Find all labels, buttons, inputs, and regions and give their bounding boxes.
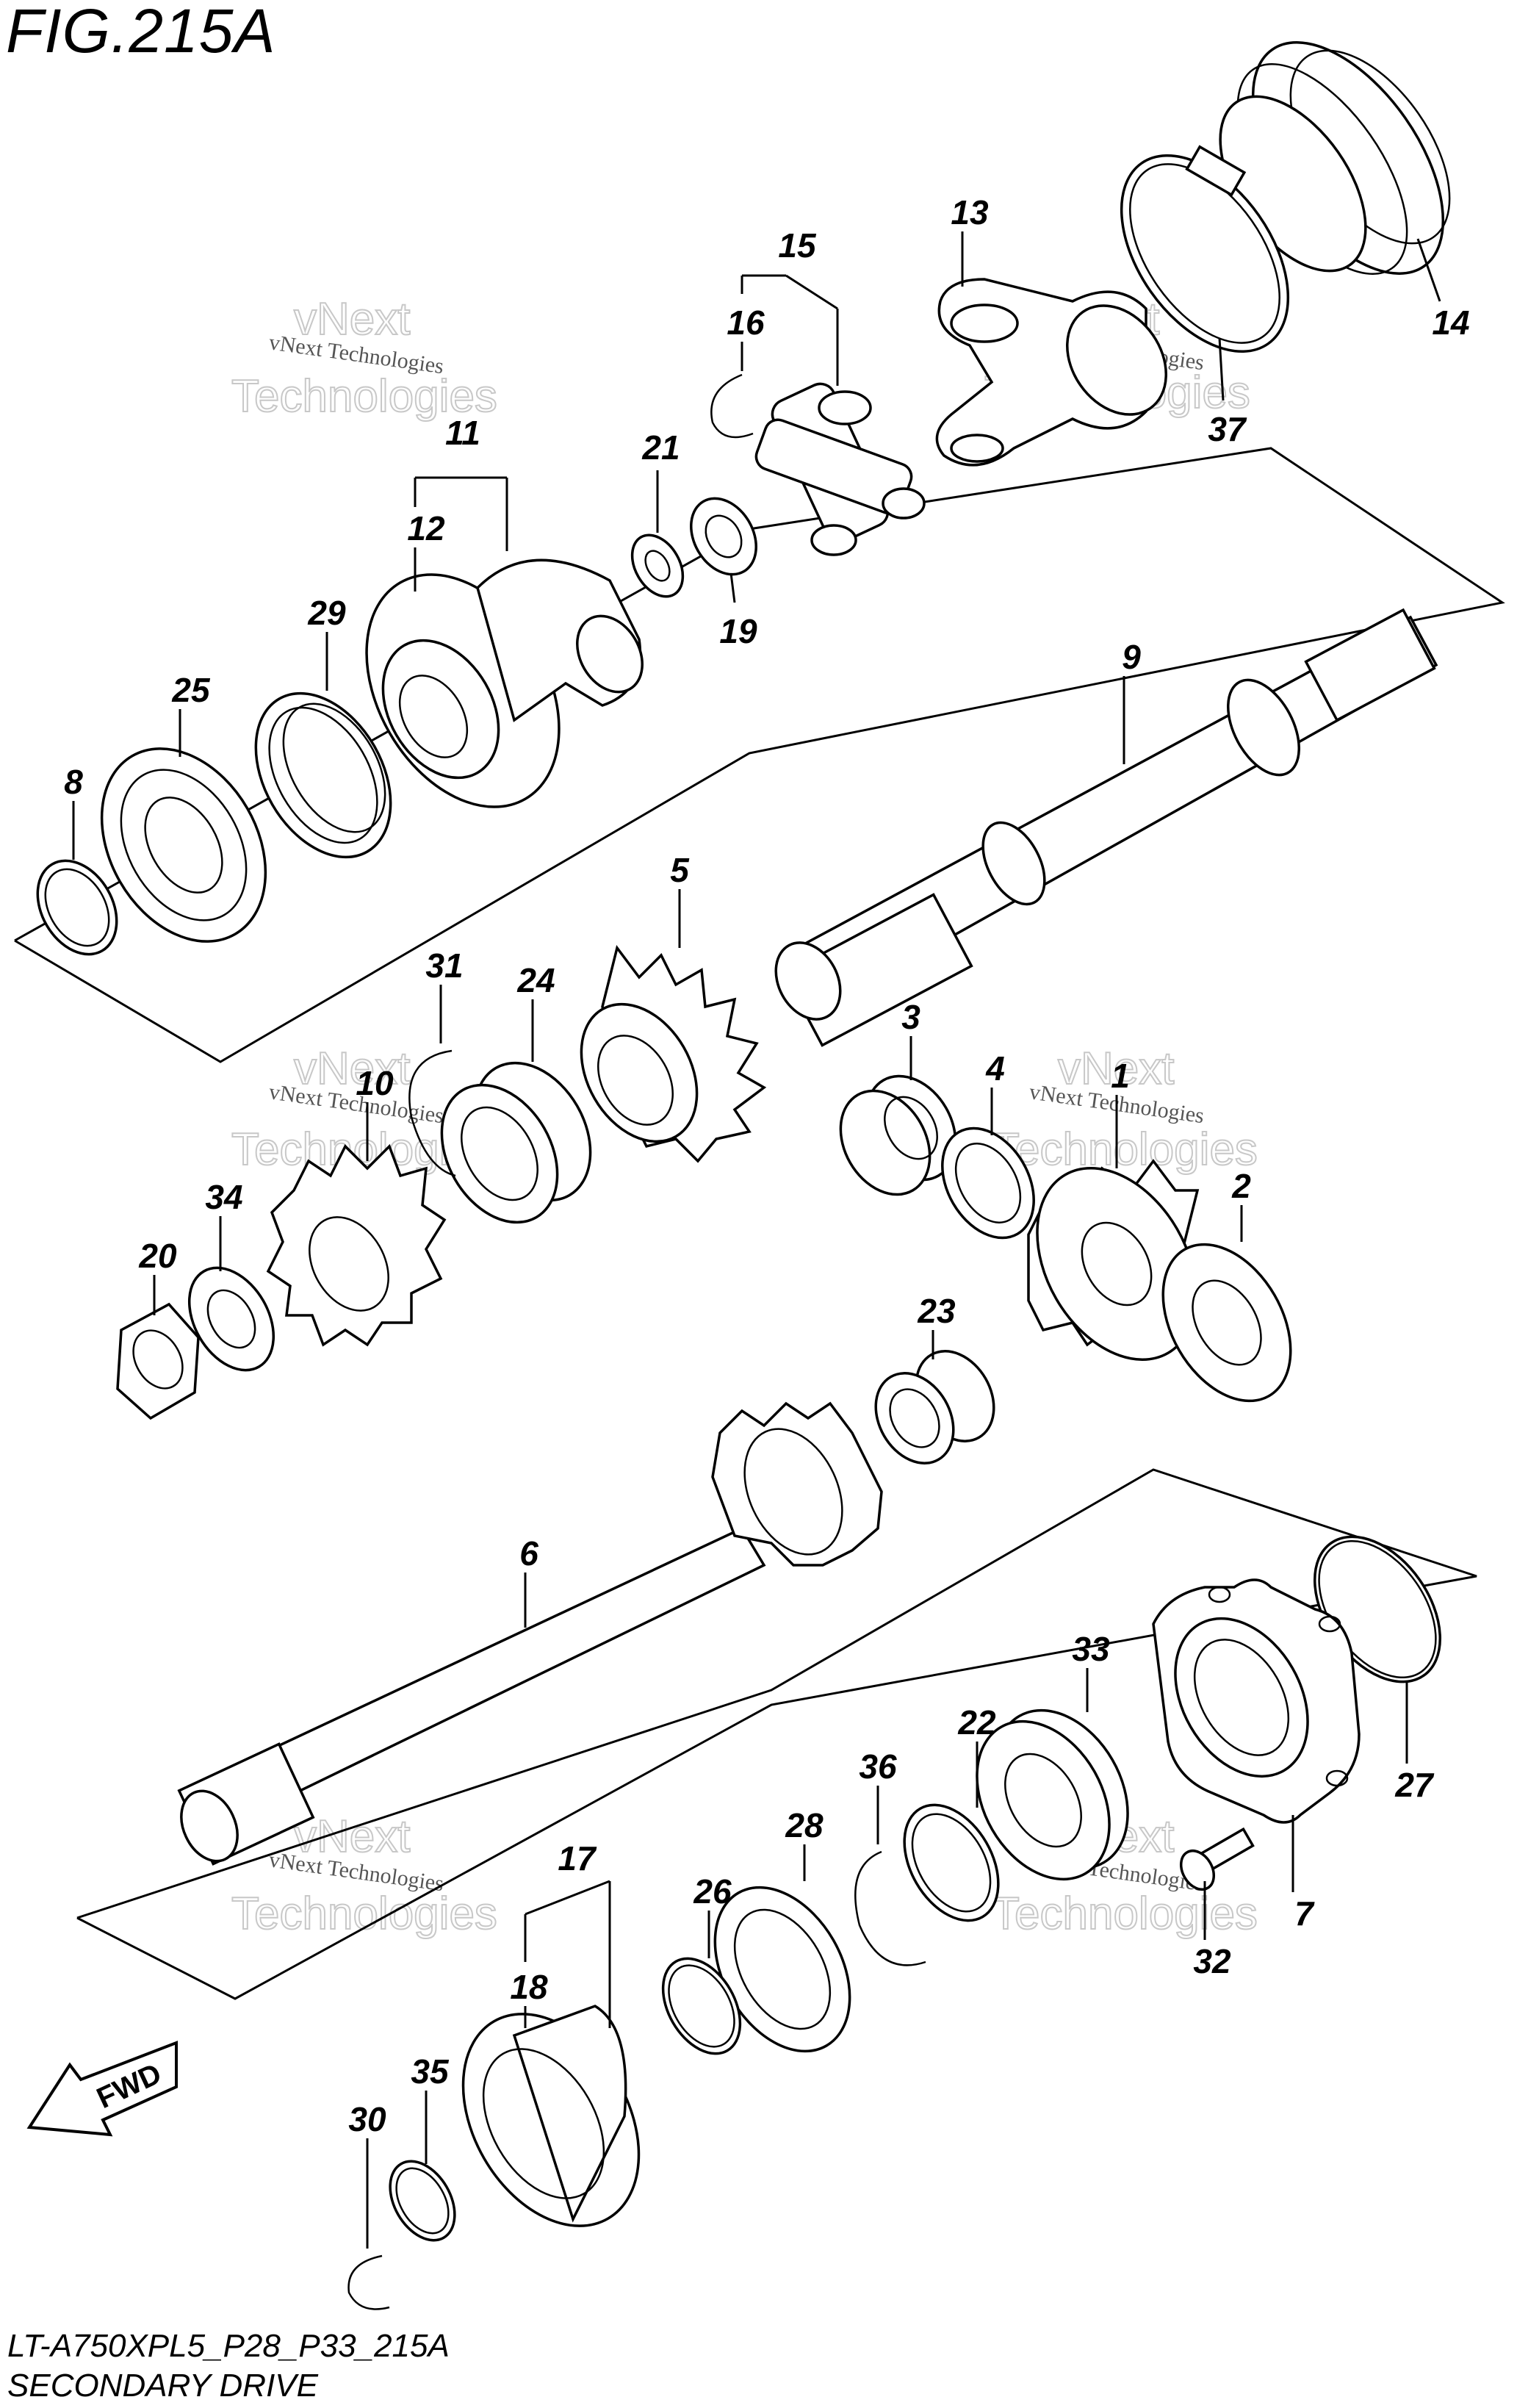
- part-21-washer: [630, 533, 685, 598]
- callout-1: 1: [1111, 1057, 1130, 1095]
- figure-title: FIG.215A: [6, 0, 276, 65]
- part-9-drive-shaft: [774, 608, 1438, 1047]
- part-20-nut: [116, 1302, 200, 1420]
- watermark-bottom-left: vNext Technologies vNext Technologies: [231, 1811, 498, 1940]
- part-26-o-ring: [661, 1957, 742, 2055]
- part-15-universal-joint: [754, 382, 926, 556]
- callout-8: 8: [64, 763, 83, 801]
- part-10-gear: [266, 1143, 447, 1347]
- callout-30: 30: [348, 2100, 386, 2138]
- callout-23: 23: [917, 1292, 956, 1330]
- svg-text:vNext: vNext: [294, 294, 410, 345]
- callout-14: 14: [1432, 303, 1469, 342]
- callout-3: 3: [901, 998, 920, 1036]
- part-14-boot: [1219, 41, 1451, 275]
- part-29-oil-seal: [254, 691, 392, 859]
- part-32-bolt: [1179, 1827, 1255, 1891]
- callout-27: 27: [1394, 1766, 1435, 1804]
- part-5-bevel-gear: [580, 945, 767, 1163]
- leader-lines: [72, 231, 1441, 2249]
- part-16-circlip: [710, 373, 754, 439]
- assembly-frame-lower: [76, 1468, 1477, 2000]
- callout-25: 25: [171, 671, 211, 709]
- part-19-bushing: [690, 497, 757, 576]
- part-36-snap-ring: [854, 1850, 926, 1966]
- svg-text:Technologies: Technologies: [992, 1888, 1258, 1939]
- part-2-shim: [1161, 1243, 1292, 1403]
- part-37-clamp: [1120, 145, 1290, 353]
- svg-text:vNext: vNext: [294, 1811, 410, 1862]
- callout-10: 10: [356, 1064, 394, 1102]
- callout-20: 20: [138, 1237, 177, 1275]
- part-12-flange-yoke: [365, 558, 644, 808]
- part-13-yoke: [935, 278, 1167, 467]
- part-7-bearing-housing: [1152, 1578, 1361, 1824]
- callout-36: 36: [859, 1747, 897, 1786]
- callout-12: 12: [407, 509, 445, 547]
- callout-7: 7: [1294, 1894, 1315, 1933]
- part-30-circlip: [347, 2254, 390, 2310]
- callout-37: 37: [1208, 410, 1247, 448]
- part-25-bearing: [100, 747, 267, 943]
- callout-34: 34: [205, 1178, 242, 1216]
- part-18-cover: [461, 2005, 641, 2227]
- callout-35: 35: [411, 2052, 450, 2091]
- callout-21: 21: [641, 428, 680, 467]
- callout-32: 32: [1193, 1942, 1231, 1980]
- callout-15: 15: [778, 226, 817, 265]
- part-33-bearing: [976, 1708, 1129, 1881]
- part-6-pinion-shaft: [177, 1401, 883, 1866]
- watermark-top-left: vNext Technologies vNext Technologies: [231, 293, 498, 423]
- callout-9: 9: [1122, 638, 1141, 676]
- callout-13: 13: [951, 193, 989, 231]
- callout-11: 11: [445, 414, 480, 452]
- svg-text:vNext: vNext: [294, 1043, 410, 1094]
- callout-29: 29: [307, 594, 346, 632]
- callout-33: 33: [1072, 1630, 1110, 1668]
- callout-31: 31: [425, 946, 463, 985]
- part-23-needle-bearing: [874, 1350, 995, 1464]
- part-24-needle-bearing: [440, 1061, 592, 1224]
- callout-6: 6: [519, 1534, 538, 1573]
- svg-text:Technologies: Technologies: [231, 371, 497, 422]
- callout-18: 18: [510, 1968, 548, 2006]
- model-code: LT-A750XPL5_P28_P33_215A: [7, 2328, 450, 2364]
- part-31-snap-ring: [408, 1049, 456, 1177]
- part-8-ring: [36, 859, 118, 956]
- callout-26: 26: [693, 1872, 732, 1911]
- svg-text:Technologies: Technologies: [231, 1888, 497, 1939]
- callout-24: 24: [516, 961, 555, 999]
- svg-text:vNext: vNext: [1058, 1043, 1174, 1094]
- section-name: SECONDARY DRIVE: [7, 2368, 318, 2404]
- callout-17: 17: [558, 1839, 597, 1877]
- part-3-bushing: [839, 1074, 957, 1196]
- callout-4: 4: [985, 1049, 1005, 1088]
- callout-22: 22: [957, 1703, 996, 1742]
- part-28-oil-seal: [713, 1886, 851, 2053]
- callout-19: 19: [719, 612, 757, 650]
- svg-text:Technologies: Technologies: [992, 1124, 1258, 1175]
- callout-5: 5: [670, 851, 690, 889]
- part-35-circlip: [389, 2160, 456, 2242]
- part-22-ring: [903, 1803, 1000, 1922]
- callout-2: 2: [1231, 1167, 1251, 1205]
- callout-16: 16: [727, 303, 765, 342]
- callouts: 15 16 13 14 37 11 12 21 19 29 25 8 9 5 3…: [64, 193, 1469, 2138]
- callout-28: 28: [785, 1806, 824, 1844]
- part-4-shim: [941, 1126, 1035, 1240]
- fwd-arrow-icon: FWD: [26, 2041, 178, 2137]
